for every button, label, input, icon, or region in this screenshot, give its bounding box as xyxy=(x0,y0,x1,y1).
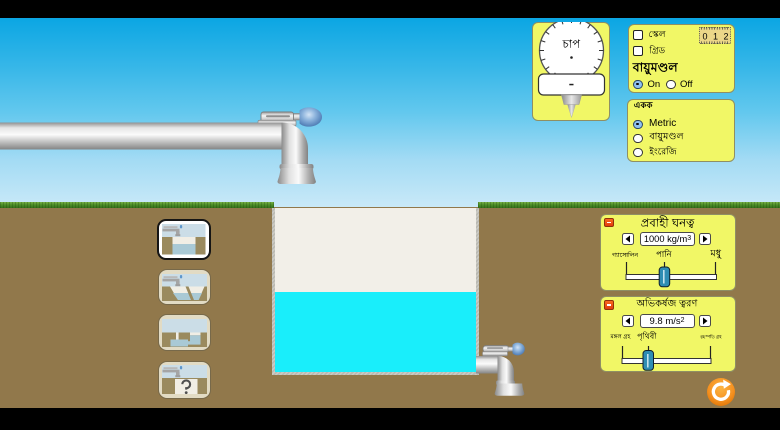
svg-text:0: 0 xyxy=(702,31,707,41)
svg-text:2: 2 xyxy=(723,31,728,41)
svg-text:1: 1 xyxy=(713,31,718,41)
